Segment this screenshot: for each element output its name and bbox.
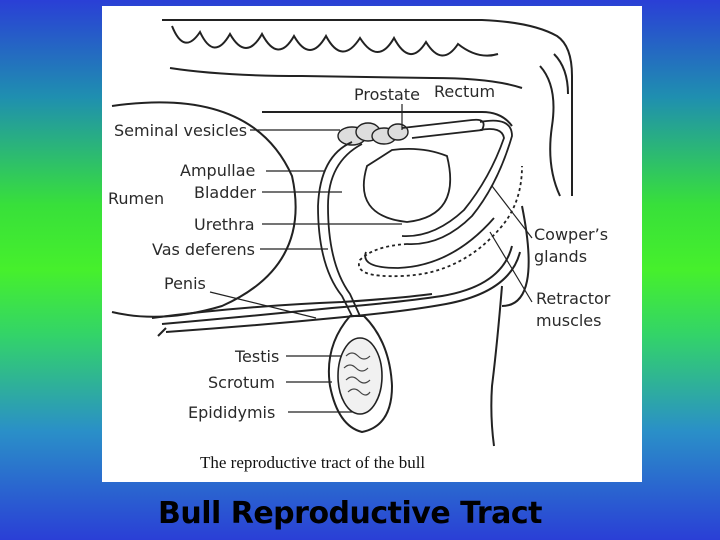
seminal-vesicles-drawing	[337, 122, 409, 146]
label-epididymis: Epididymis	[188, 403, 275, 422]
label-urethra: Urethra	[194, 215, 255, 234]
label-retractor-muscles-line2: muscles	[536, 311, 601, 330]
label-cowpers-glands-line1: Cowper’s	[534, 225, 608, 244]
label-retractor-muscles-line1: Retractor	[536, 289, 611, 308]
rectum-drawing	[262, 111, 513, 127]
label-rumen: Rumen	[108, 189, 164, 208]
bladder-drawing	[362, 147, 452, 223]
label-seminal-vesicles: Seminal vesicles	[114, 121, 247, 140]
urethra-tube-drawing	[358, 118, 523, 278]
label-prostate: Prostate	[354, 85, 420, 104]
label-penis: Penis	[164, 274, 206, 293]
label-cowpers-glands-line2: glands	[534, 247, 587, 266]
vas-deferens-drawing	[317, 141, 363, 317]
body-outline	[151, 205, 530, 447]
diagram-caption: The reproductive tract of the bull	[200, 453, 425, 472]
label-ampullae: Ampullae	[180, 161, 255, 180]
leader-lines	[209, 104, 533, 413]
diagram-panel: Prostate Rectum Seminal vesicles Ampulla…	[102, 6, 642, 482]
reproductive-tract-diagram: Prostate Rectum Seminal vesicles Ampulla…	[108, 19, 611, 472]
slide-title: Bull Reproductive Tract	[158, 496, 542, 531]
testis-drawing	[327, 315, 394, 434]
label-scrotum: Scrotum	[208, 373, 275, 392]
label-bladder: Bladder	[194, 183, 256, 202]
label-rectum: Rectum	[434, 82, 495, 101]
spine-drawing	[162, 19, 573, 197]
penis-drawing	[157, 245, 521, 337]
label-testis: Testis	[234, 347, 279, 366]
label-vas-deferens: Vas deferens	[152, 240, 255, 259]
